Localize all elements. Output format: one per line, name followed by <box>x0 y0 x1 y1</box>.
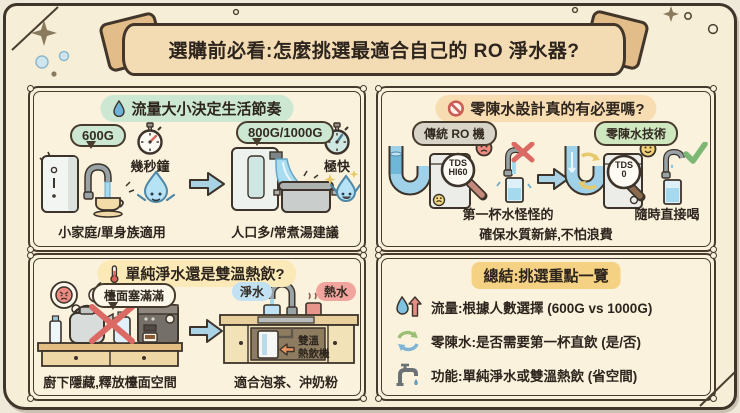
panel-fresh: 零陳水設計真的有必要嗎? 傳統 RO 機 零陳水技術 <box>375 85 717 253</box>
caption-drink-anytime: 隨時直接喝 <box>634 207 700 222</box>
tag-hot-water: 熱水 <box>316 282 357 301</box>
title-banner: 選購前必看:怎麼挑選最適合自己的 RO 淨水器? <box>122 23 626 76</box>
bubble-decoration <box>58 50 70 62</box>
panel-summary-title: 總結:挑選重點一覽 <box>483 268 609 285</box>
paper-tear-line <box>699 371 736 407</box>
bubble-decoration <box>571 6 579 14</box>
sparkle-icon <box>663 6 679 22</box>
stopwatch-icon <box>137 122 163 155</box>
speech-bubble-counter-full: 檯面塞滿滿 <box>92 283 177 310</box>
panel-flow-title: 流量大小決定生活節奏 <box>131 101 282 118</box>
caption-fresh-footer: 確保水質新鮮,不怕浪費 <box>479 227 613 242</box>
tds-reading-zero: TDS 0 <box>615 160 633 180</box>
caption-tea-milk: 適合泡茶、沖奶粉 <box>233 375 338 390</box>
panel-temp-header: 單純淨水還是雙溫熱飲? <box>97 260 297 287</box>
water-drop-icon <box>113 100 125 117</box>
drop-up-arrow-icon <box>396 295 422 317</box>
summary-function-text: 功能:單純淨水或雙溫熱飲 (省空間) <box>431 369 638 384</box>
orange-arrow-left-icon <box>279 343 295 356</box>
caption-large-household: 人口多/常煮湯建議 <box>231 225 339 240</box>
panel-temp-title: 單純淨水還是雙溫熱飲? <box>125 266 285 283</box>
panel-fresh-header: 零陳水設計真的有必要嗎? <box>435 95 657 122</box>
tds-reading-high: TDS HI60 <box>448 158 468 178</box>
bubble-decoration <box>35 55 49 69</box>
summary-row-function: 功能:單純淨水或雙溫熱飲 (省空間) <box>394 361 637 389</box>
panel-temp: 單純淨水還是雙溫熱飲? <box>27 252 367 402</box>
caption-under-sink: 廚下隱藏,釋放檯面空間 <box>43 375 177 390</box>
speech-bubble-600g: 600G <box>70 124 126 149</box>
summary-row-flow: 流量:根據人數選擇 (600G vs 1000G) <box>394 293 652 321</box>
panel-summary-header: 總結:挑選重點一覽 <box>471 262 621 289</box>
small-purifier-scene <box>39 151 176 218</box>
bubble-decoration <box>707 23 719 35</box>
cycle-arrows-icon <box>397 330 419 352</box>
timer-label-left: 幾秒鐘 <box>130 159 170 174</box>
prohibition-icon <box>447 100 465 117</box>
tag-traditional-ro: 傳統 RO 機 <box>412 121 497 146</box>
page-title: 選購前必看:怎麼挑選最適合自己的 RO 淨水器? <box>168 41 580 62</box>
summary-fresh-text: 零陳水:是否需要第一杯直飲 (是/否) <box>431 335 641 350</box>
zero-stale-scene <box>564 142 708 209</box>
dual-temp-machine-label: 雙溫 熱飲機 <box>298 335 330 361</box>
bubble-decoration <box>684 12 692 20</box>
dot-decoration <box>51 71 57 77</box>
caption-first-cup-weird: 第一杯水怪怪的 <box>462 207 554 222</box>
bubble-decoration <box>232 8 240 16</box>
arrow-right-icon <box>537 168 569 190</box>
summary-row-fresh: 零陳水:是否需要第一杯直飲 (是/否) <box>394 327 641 355</box>
speech-bubble-800g-1000g: 800G/1000G <box>236 121 335 146</box>
sparkle-icon <box>31 20 57 46</box>
arrow-right-icon <box>189 172 225 196</box>
panel-summary: 總結:挑選重點一覽 流量:根據人數選擇 (600G vs 1000G) 零陳水:… <box>375 252 717 402</box>
summary-flow-text: 流量:根據人數選擇 (600G vs 1000G) <box>431 301 653 316</box>
paper-fold-line <box>11 6 59 51</box>
tag-zero-stale-tech: 零陳水技術 <box>594 121 679 146</box>
panel-fresh-title: 零陳水設計真的有必要嗎? <box>470 101 645 118</box>
faucet-icon <box>396 363 418 386</box>
arrow-right-icon <box>189 319 223 343</box>
traditional-ro-scene <box>388 142 535 209</box>
caption-small-household: 小家庭/單身族適用 <box>58 225 166 240</box>
big-purifier-scene <box>231 147 360 213</box>
timer-label-right: 極快 <box>323 159 350 174</box>
panel-flow: 流量大小決定生活節奏 600G 幾秒鐘 <box>27 85 367 253</box>
dual-temp-scene <box>219 280 359 364</box>
thermometer-icon <box>110 264 119 283</box>
tag-pure-water: 淨水 <box>232 282 273 301</box>
panel-flow-header: 流量大小決定生活節奏 <box>100 95 294 122</box>
